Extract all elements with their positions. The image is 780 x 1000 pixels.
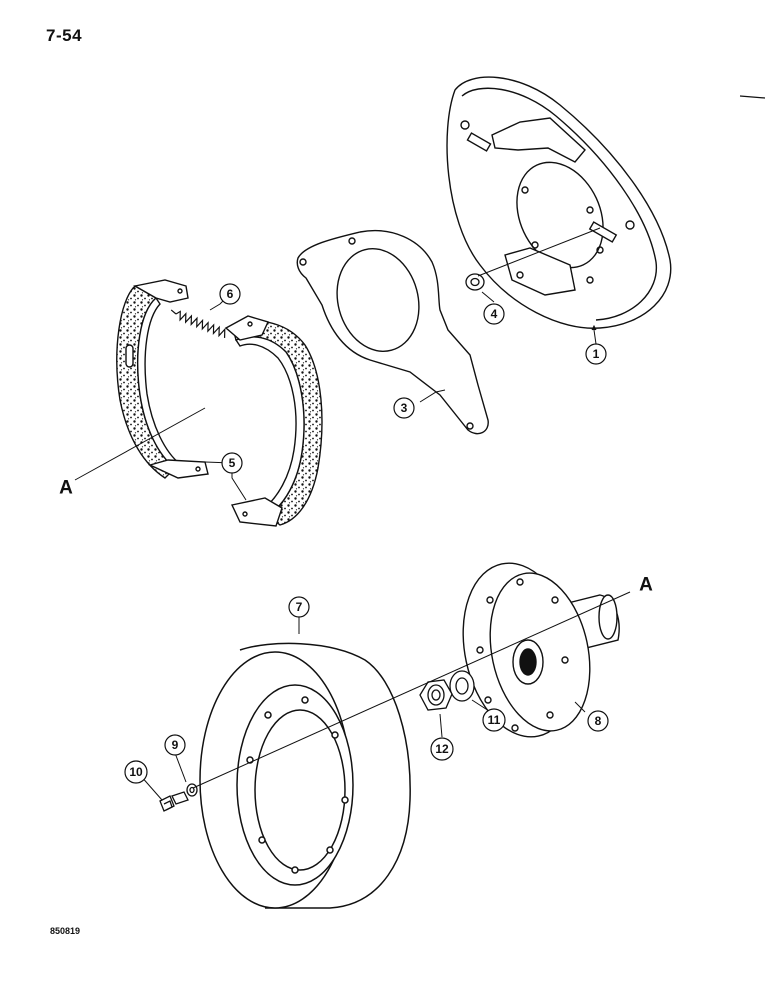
callout-11-label: 11 xyxy=(488,713,501,727)
callout-6: 6 xyxy=(219,283,241,305)
bolt-part-10 xyxy=(159,791,189,812)
callout-1: 1 xyxy=(585,343,607,365)
return-spring xyxy=(170,309,226,338)
callout-1-label: 1 xyxy=(593,347,600,361)
callout-10: 10 xyxy=(124,760,148,784)
nut-part-12 xyxy=(419,679,453,711)
callout-9-label: 9 xyxy=(172,738,179,752)
margin-mark xyxy=(739,95,766,99)
callout-8-label: 8 xyxy=(595,714,602,728)
page-number: 7-54 xyxy=(46,26,83,45)
washer-part-4 xyxy=(465,273,485,291)
callout-3-label: 3 xyxy=(401,401,408,415)
callout-4-label: 4 xyxy=(491,307,498,321)
callout-10-label: 10 xyxy=(129,765,143,779)
callout-12-label: 12 xyxy=(435,742,449,756)
callout-7: 7 xyxy=(288,596,310,618)
hub-flange xyxy=(462,562,620,738)
callout-5-label: 5 xyxy=(229,456,236,470)
reference-a-right: A xyxy=(639,575,653,596)
callout-7-label: 7 xyxy=(296,600,303,614)
brake-shoe-right xyxy=(224,315,323,527)
anchor-plate xyxy=(296,230,489,435)
callout-5: 5 xyxy=(221,452,243,474)
callout-8: 8 xyxy=(587,710,609,732)
brake-drum xyxy=(199,642,411,909)
callout-4: 4 xyxy=(483,303,505,325)
backing-plate xyxy=(446,76,672,329)
callout-12: 12 xyxy=(430,737,454,761)
callout-3: 3 xyxy=(393,397,415,419)
reference-a-left: A xyxy=(59,478,73,499)
callout-6-label: 6 xyxy=(227,287,234,301)
figure-code: 850819 xyxy=(50,926,81,936)
brake-shoe-left xyxy=(116,279,209,479)
assembly-lines xyxy=(74,227,631,789)
washer-part-11 xyxy=(449,670,475,702)
callout-9: 9 xyxy=(164,734,186,756)
callout-11: 11 xyxy=(482,708,506,732)
lockwasher-part-9 xyxy=(186,783,198,797)
